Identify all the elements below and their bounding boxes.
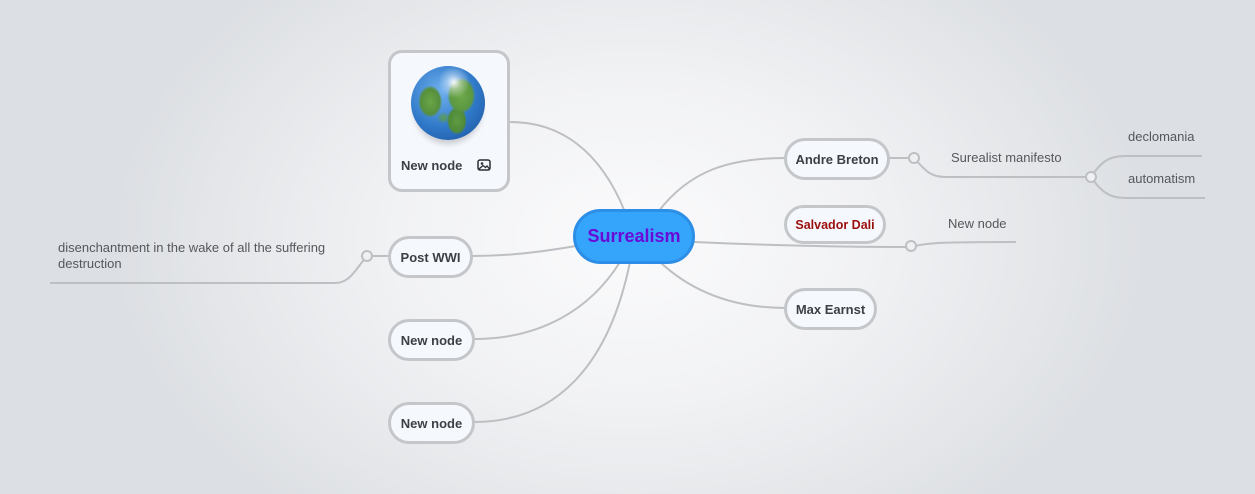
topic-new-node-right[interactable]: New node: [948, 216, 1007, 231]
node-label: New node: [400, 415, 463, 431]
topic-label: disenchantment in the wake of all the su…: [58, 240, 326, 271]
image-node-label: New node: [401, 158, 463, 173]
topic-label: New node: [948, 216, 1007, 231]
node-andre-breton[interactable]: Andre Breton: [784, 138, 890, 180]
node-max-earnst[interactable]: Max Earnst: [784, 288, 877, 330]
picture-icon[interactable]: [477, 159, 491, 171]
node-post-wwi[interactable]: Post WWI: [388, 236, 473, 278]
globe-image-icon: [411, 66, 485, 140]
topic-disenchantment[interactable]: disenchantment in the wake of all the su…: [58, 240, 348, 272]
topic-automatism[interactable]: automatism: [1128, 171, 1195, 186]
node-salvador-dali[interactable]: Salvador Dali: [784, 205, 886, 244]
collapse-toggle-surealist-manifesto[interactable]: [1085, 171, 1097, 183]
node-new-node-left-1[interactable]: New node: [388, 319, 475, 361]
node-new-node-left-2[interactable]: New node: [388, 402, 475, 444]
topic-declomania[interactable]: declomania: [1128, 129, 1195, 144]
node-label: Salvador Dali: [795, 217, 875, 232]
node-label: New node: [400, 332, 463, 348]
topic-label: automatism: [1128, 171, 1196, 186]
topic-label: Surealist manifesto: [951, 150, 1062, 165]
node-label: Post WWI: [400, 249, 461, 265]
collapse-toggle-right-new-node[interactable]: [905, 240, 917, 252]
topic-label: declomania: [1128, 129, 1195, 144]
collapse-toggle-andre-breton[interactable]: [908, 152, 920, 164]
node-label: Andre Breton: [795, 151, 879, 167]
collapse-toggle-post-wwi[interactable]: [361, 250, 373, 262]
image-node[interactable]: New node: [388, 50, 510, 192]
root-node-surrealism[interactable]: Surrealism: [573, 209, 695, 264]
node-label: Max Earnst: [795, 301, 866, 317]
root-node-label: Surrealism: [587, 226, 681, 246]
topic-surealist-manifesto[interactable]: Surealist manifesto: [951, 150, 1062, 165]
